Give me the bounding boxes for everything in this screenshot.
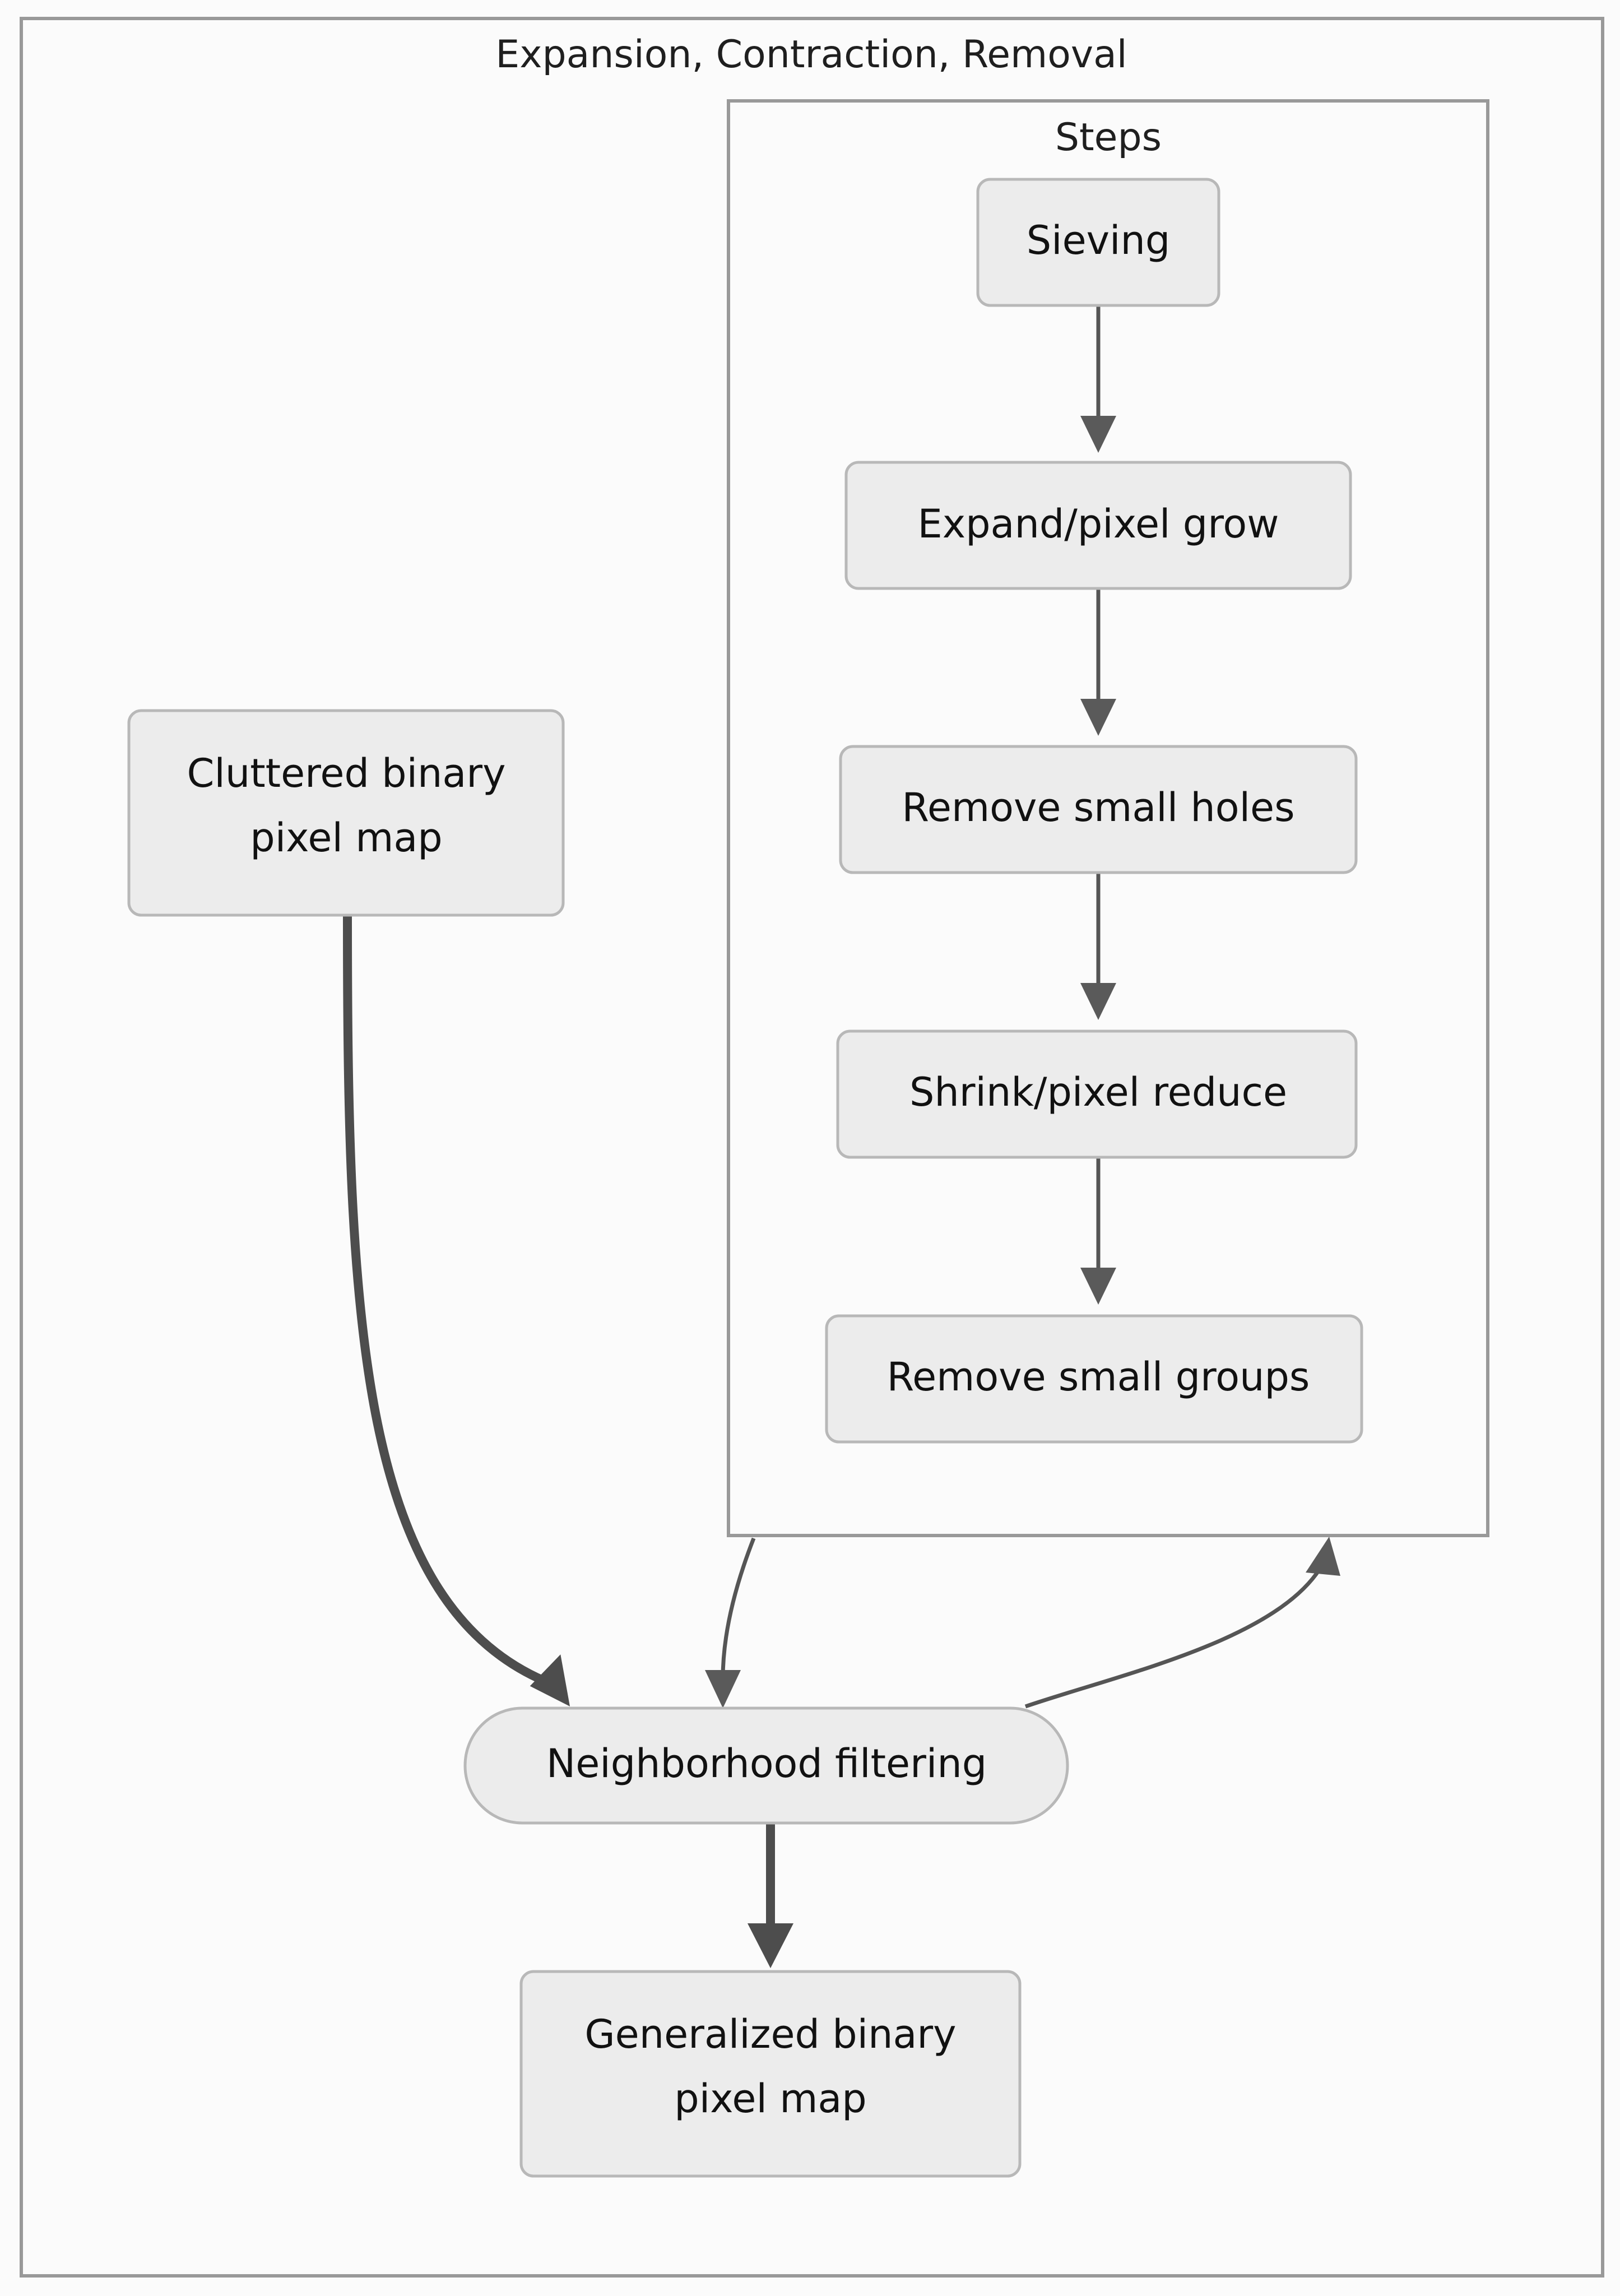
node-sieving[interactable] xyxy=(976,178,1220,307)
label-shrink-pixel-reduce: Shrink/pixel reduce xyxy=(909,1069,1287,1115)
arrowhead-neighborhood-to-generalized xyxy=(748,1923,793,1968)
label-remove-small-groups: Remove small groups xyxy=(887,1354,1310,1400)
label-expand-pixel-grow: Expand/pixel grow xyxy=(917,501,1279,547)
inner-group-title: Steps xyxy=(1055,115,1162,160)
edge-steps-to-neighborhood xyxy=(721,1537,756,1679)
arrowhead-shrink-to-remove-groups xyxy=(1080,1268,1116,1305)
node-remove-small-groups[interactable] xyxy=(825,1314,1363,1444)
label-remove-small-holes: Remove small holes xyxy=(902,785,1294,831)
outer-group-title: Expansion, Contraction, Removal xyxy=(495,33,1127,77)
label-generalized-line1: Generalized binary xyxy=(584,2011,956,2057)
node-remove-small-holes[interactable] xyxy=(839,745,1358,874)
node-cluttered-binary-pixel-map[interactable] xyxy=(127,709,565,917)
node-shrink-pixel-reduce[interactable] xyxy=(836,1029,1358,1159)
node-expand-pixel-grow[interactable] xyxy=(844,461,1352,590)
edge-neighborhood-to-steps xyxy=(1024,1568,1321,1709)
arrowhead-expand-to-remove-holes xyxy=(1080,699,1116,736)
label-sieving: Sieving xyxy=(1027,217,1171,263)
arrowhead-sieving-to-expand xyxy=(1080,416,1116,453)
node-generalized-binary-pixel-map[interactable] xyxy=(519,1970,1022,2178)
label-cluttered-line2: pixel map xyxy=(250,815,442,861)
label-generalized-line2: pixel map xyxy=(674,2076,866,2122)
label-cluttered-line1: Cluttered binary xyxy=(187,750,506,796)
arrowhead-neighborhood-to-steps xyxy=(1306,1537,1340,1576)
arrowhead-steps-to-neighborhood xyxy=(705,1670,741,1708)
label-neighborhood-filtering: Neighborhood filtering xyxy=(546,1741,987,1787)
arrowhead-remove-holes-to-shrink xyxy=(1080,983,1116,1020)
arrowhead-cluttered-to-neighborhood xyxy=(530,1654,570,1706)
node-neighborhood-filtering[interactable] xyxy=(463,1706,1069,1825)
edge-cluttered-to-neighborhood xyxy=(343,914,554,1689)
